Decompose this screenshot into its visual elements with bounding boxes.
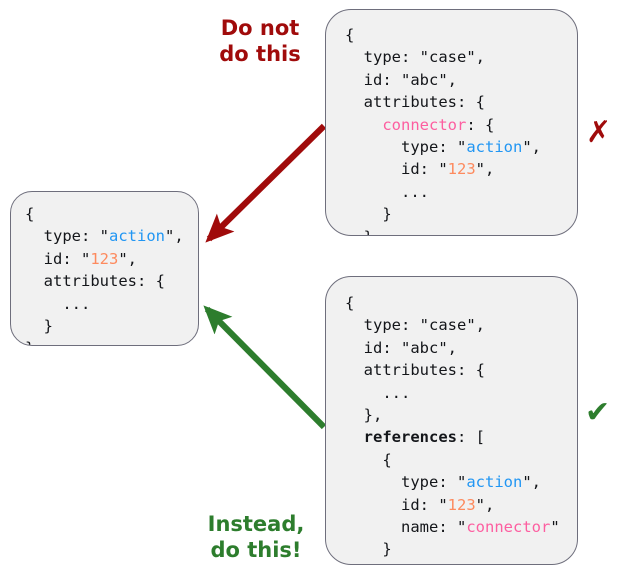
code-token: type: "case", [345,48,485,67]
code-token: attributes: { [345,361,485,380]
code-token: " [456,473,467,492]
check-mark-icon: ✔ [585,395,611,430]
code-token: " [99,227,109,246]
good-arrow [203,305,327,430]
code-line: type: "case", [345,314,560,336]
code-token: attributes: { [345,93,485,112]
code-token: { [345,450,392,469]
code-line: connector: { [345,114,541,136]
code-line: } [25,337,184,345]
code-token: id: [345,495,439,514]
code-box-nested-connector: { type: "case", id: "abc", attributes: {… [325,9,578,236]
code-token: connector [382,115,467,134]
code-token: " [438,495,448,514]
code-token: id: "abc", [345,70,457,89]
code-line: }, [345,404,560,426]
code-box-action-object: { type: "action", id: "123", attributes:… [10,191,199,346]
code-line: attributes: { [345,359,560,381]
code-line: id: "123", [345,158,541,180]
code-line: { [345,24,541,46]
code-token: id: [25,249,81,268]
code-token: 123 [447,160,476,179]
code-token: action [466,138,523,157]
do-not-do-this-label: Do not do this [219,16,301,66]
code-token: name: [345,518,457,537]
code-token: : [ [457,428,485,447]
code-token [345,428,364,446]
instead-do-this-label: Instead, do this! [207,512,305,562]
code-token: id: [345,160,439,179]
code-token: ... [25,294,91,313]
code-line: type: "action", [345,471,560,493]
code-token: ] [345,563,373,564]
code-line: id: "123", [25,248,184,270]
code-token: type: [345,473,457,492]
code-token: " [81,249,91,268]
code-token: ", [475,160,495,179]
code-block-nested-connector: { type: "case", id: "abc", attributes: {… [345,24,541,235]
code-token: " [456,518,467,537]
code-line: id: "abc", [345,69,541,91]
code-line: { [345,449,560,471]
code-token: " [438,160,448,179]
code-token: " [550,518,560,537]
code-line: id: "123", [345,494,560,516]
code-token: type: "case", [345,316,485,335]
code-line: { [25,203,184,225]
code-line: } [25,315,184,337]
code-block-references-array: { type: "case", id: "abc", attributes: {… [345,292,560,564]
code-line: ... [345,181,541,203]
code-line: attributes: { [25,270,184,292]
code-token: action [109,227,165,246]
code-token: : { [466,115,495,134]
code-token: ", [522,138,541,157]
code-line: ... [25,293,184,315]
code-token [345,116,382,134]
code-token: references [363,428,457,447]
code-line: ] [345,561,560,564]
code-token: } [345,228,373,235]
code-line: attributes: { [345,91,541,113]
code-token: { [345,294,355,312]
code-block-action-object: { type: "action", id: "123", attributes:… [25,203,184,345]
code-token: ", [475,495,495,514]
code-token: } [345,540,392,559]
code-box-references-array: { type: "case", id: "abc", attributes: {… [325,276,578,565]
code-token: ", [118,249,138,268]
code-line: } [345,226,541,235]
code-line: name: "connector" [345,516,560,538]
code-line: } [345,538,560,560]
code-token: } [345,205,392,224]
code-token: { [345,26,355,44]
bad-arrow [205,123,327,243]
code-line: references: [ [345,426,560,448]
cross-mark-icon: ✗ [586,115,612,150]
code-line: type: "action", [345,136,541,158]
code-token: } [25,339,34,345]
code-token: connector [466,518,551,537]
code-token: ... [345,383,411,402]
code-token: ", [165,227,184,246]
code-line: ... [345,382,560,404]
code-token: type: [25,227,100,246]
code-token: { [25,205,35,223]
code-token: ", [522,473,541,492]
code-line: type: "case", [345,46,541,68]
code-token: 123 [447,495,476,514]
code-line: type: "action", [25,225,184,247]
code-token: " [456,138,467,157]
code-line: { [345,292,560,314]
code-token: attributes: { [25,272,165,291]
code-line: } [345,203,541,225]
code-token: action [466,473,523,492]
code-token: ... [345,182,429,201]
code-token: }, [345,406,383,425]
code-line: id: "abc", [345,337,560,359]
code-token: id: "abc", [345,338,457,357]
code-token: } [25,317,53,336]
code-token: 123 [90,249,119,268]
code-token: type: [345,138,457,157]
